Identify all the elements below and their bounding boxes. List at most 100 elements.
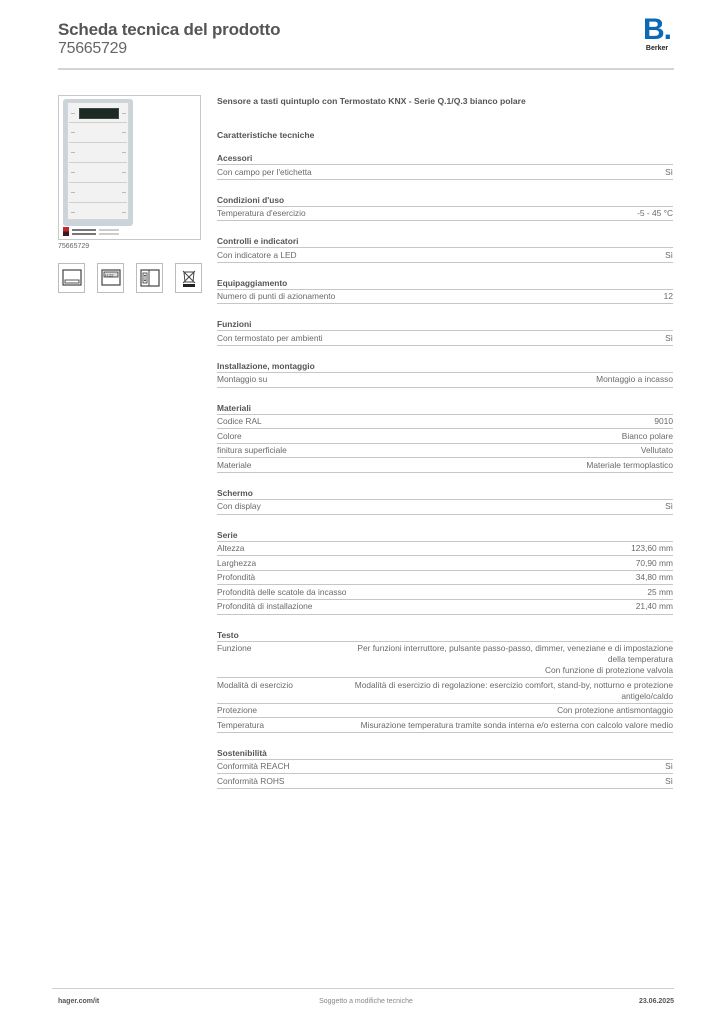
spec-row: Conformità REACH Sì [217, 760, 673, 775]
footer-divider [52, 988, 674, 989]
spec-value: Materiale termoplastico [586, 459, 673, 470]
key-mark [122, 212, 126, 213]
svg-text:H:22: H:22 [105, 272, 114, 277]
spec-row: Funzione Per funzioni interruttore, pulsa… [217, 642, 673, 678]
key-mark [71, 172, 75, 173]
spec-value: Vellutato [640, 445, 673, 456]
device-key-divider [69, 142, 127, 143]
key-mark [122, 113, 126, 114]
spec-value: 70,90 mm [635, 557, 673, 568]
installation-icon [136, 263, 163, 293]
spec-row: Con termostato per ambienti Sì [217, 331, 673, 346]
spec-value: 21,40 mm [635, 601, 673, 612]
spec-group-title: Materiali [217, 403, 673, 415]
spec-label: Montaggio su [217, 374, 268, 385]
legend-line [99, 233, 119, 235]
legend-swatch [63, 227, 69, 236]
spec-row: Con display Sì [217, 500, 673, 515]
footer-notice: Soggetto a modifiche tecniche [319, 998, 413, 1005]
spec-row: Montaggio su Montaggio a incasso [217, 373, 673, 388]
spec-label: Numero di punti di azionamento [217, 291, 336, 302]
spec-value: Modalità di esercizio di regolazione: es… [354, 679, 673, 701]
weee-disposal-icon [175, 263, 202, 293]
spec-value: Misurazione temperatura tramite sonda in… [360, 719, 673, 730]
spec-label: Protezione [217, 705, 258, 715]
berker-logo: B. Berker [640, 15, 674, 53]
spec-label: Profondità delle scatole da incasso [217, 586, 347, 597]
spec-row: finitura superficiale Vellutato [217, 444, 673, 459]
spec-group-title: Sostenibilità [217, 748, 673, 760]
spec-label: Colore [217, 430, 242, 441]
product-name: Sensore a tasti quintuplo con Termostato… [217, 96, 526, 106]
spec-label: Con termostato per ambienti [217, 332, 323, 343]
spec-label: Funzione [217, 643, 252, 653]
header-divider [58, 68, 674, 70]
spec-value: Con protezione antismontaggio [557, 705, 673, 715]
footer-website-link[interactable]: hager.com/it [58, 998, 100, 1005]
spec-value: Bianco polare [621, 430, 673, 441]
device-frame [63, 99, 133, 226]
spec-value: Montaggio a incasso [596, 374, 673, 385]
spec-value: Sì [665, 761, 673, 772]
page-header: Scheda tecnica del prodotto 75665729 B. … [58, 15, 674, 70]
spec-label: Materiale [217, 459, 252, 470]
key-mark [122, 132, 126, 133]
device-display [79, 108, 119, 119]
spec-row: Larghezza 70,90 mm [217, 556, 673, 571]
spec-label: Temperatura d'esercizio [217, 208, 306, 219]
spec-label: finitura superficiale [217, 445, 287, 456]
spec-label: Con display [217, 501, 261, 512]
spec-row: Temperatura d'esercizio -5 - 45 °C [217, 207, 673, 222]
spec-label: Temperatura [217, 719, 265, 730]
key-mark [71, 212, 75, 213]
legend-line [99, 229, 119, 231]
footer-date: 23.06.2025 [638, 998, 674, 1005]
product-code: 75665729 [58, 243, 90, 250]
product-image [58, 95, 201, 240]
spec-label: Con indicatore a LED [217, 249, 297, 260]
spec-label: Con campo per l'etichetta [217, 166, 312, 177]
spec-label: Conformità REACH [217, 761, 290, 772]
spec-value: 123,60 mm [631, 543, 673, 554]
page-title: Scheda tecnica del prodotto [58, 20, 281, 39]
spec-label: Profondità [217, 572, 256, 583]
key-mark [122, 172, 126, 173]
legend-line [72, 233, 96, 235]
spec-value: Sì [665, 332, 673, 343]
spec-label: Codice RAL [217, 416, 262, 427]
spec-label: Larghezza [217, 557, 257, 568]
spec-value: 9010 [654, 416, 673, 427]
spec-row: Materiale Materiale termoplastico [217, 458, 673, 473]
display-icon: H:22 [97, 263, 124, 293]
spec-value: -5 - 45 °C [637, 208, 673, 219]
spec-value: Sì [665, 501, 673, 512]
key-mark [71, 152, 75, 153]
spec-value: Per funzioni interruttore, pulsante pass… [357, 643, 673, 675]
spec-group-title: Schermo [217, 488, 673, 500]
spec-group-title: Serie [217, 530, 673, 542]
spec-row: Profondità delle scatole da incasso 25 mm [217, 585, 673, 600]
spec-group-title: Acessori [217, 153, 673, 165]
key-mark [71, 113, 75, 114]
spec-row: Temperatura Misurazione temperatura trami… [217, 718, 673, 733]
spec-value: 25 mm [647, 586, 673, 597]
device-key-divider [69, 162, 127, 163]
key-mark [122, 152, 126, 153]
